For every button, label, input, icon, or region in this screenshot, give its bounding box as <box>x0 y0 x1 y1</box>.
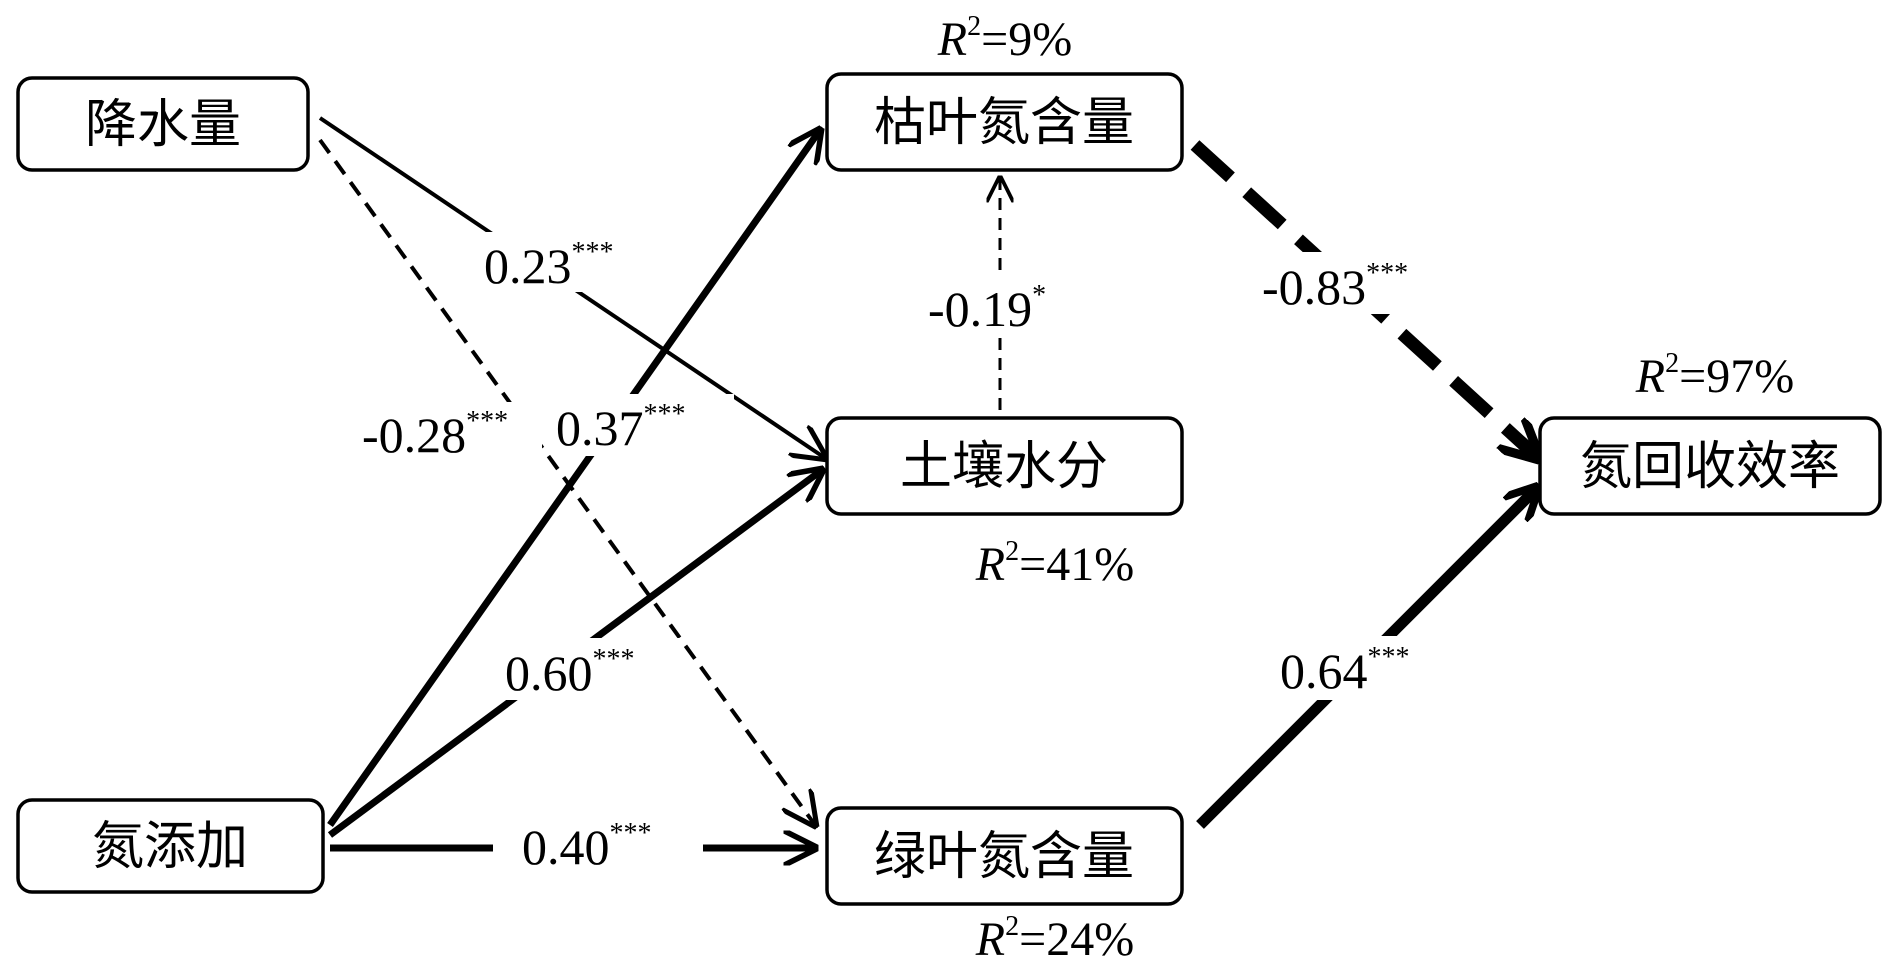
node-precipitation: 降水量 <box>16 76 310 172</box>
node-label: 枯叶氮含量 <box>874 93 1134 153</box>
node-n-resorption: 氮回收效率 <box>1538 416 1882 516</box>
edge-nadd-to-litter <box>327 130 820 828</box>
coef-green-resorp: 0.64*** <box>1280 642 1410 699</box>
node-label: 土壤水分 <box>900 437 1108 497</box>
coef-precip-soil: 0.23*** <box>484 237 614 294</box>
node-label: 降水量 <box>85 95 241 155</box>
node-n-addition: 氮添加 <box>16 798 325 894</box>
node-green-n: 绿叶氮含量 <box>825 806 1184 906</box>
coef-nadd-litter: 0.37*** <box>556 399 686 456</box>
r2-green-n: R2=24% <box>975 911 1134 966</box>
node-label: 绿叶氮含量 <box>874 827 1134 887</box>
r2-soil-moisture: R2=41% <box>975 536 1134 591</box>
coef-soil-litter: -0.19* <box>928 280 1046 337</box>
node-label: 氮回收效率 <box>1580 437 1840 497</box>
node-soil-moisture: 土壤水分 <box>825 416 1184 516</box>
coef-litter-resorp: -0.83*** <box>1262 258 1408 315</box>
r2-litter-n: R2=9% <box>937 11 1072 66</box>
coef-precip-green: -0.28*** <box>362 406 508 463</box>
node-label: 氮添加 <box>92 817 248 877</box>
coef-nadd-green: 0.40*** <box>522 818 652 875</box>
coef-nadd-soil: 0.60*** <box>505 644 635 701</box>
r2-n-resorption: R2=97% <box>1635 348 1794 403</box>
node-litter-n: 枯叶氮含量 <box>825 72 1184 172</box>
